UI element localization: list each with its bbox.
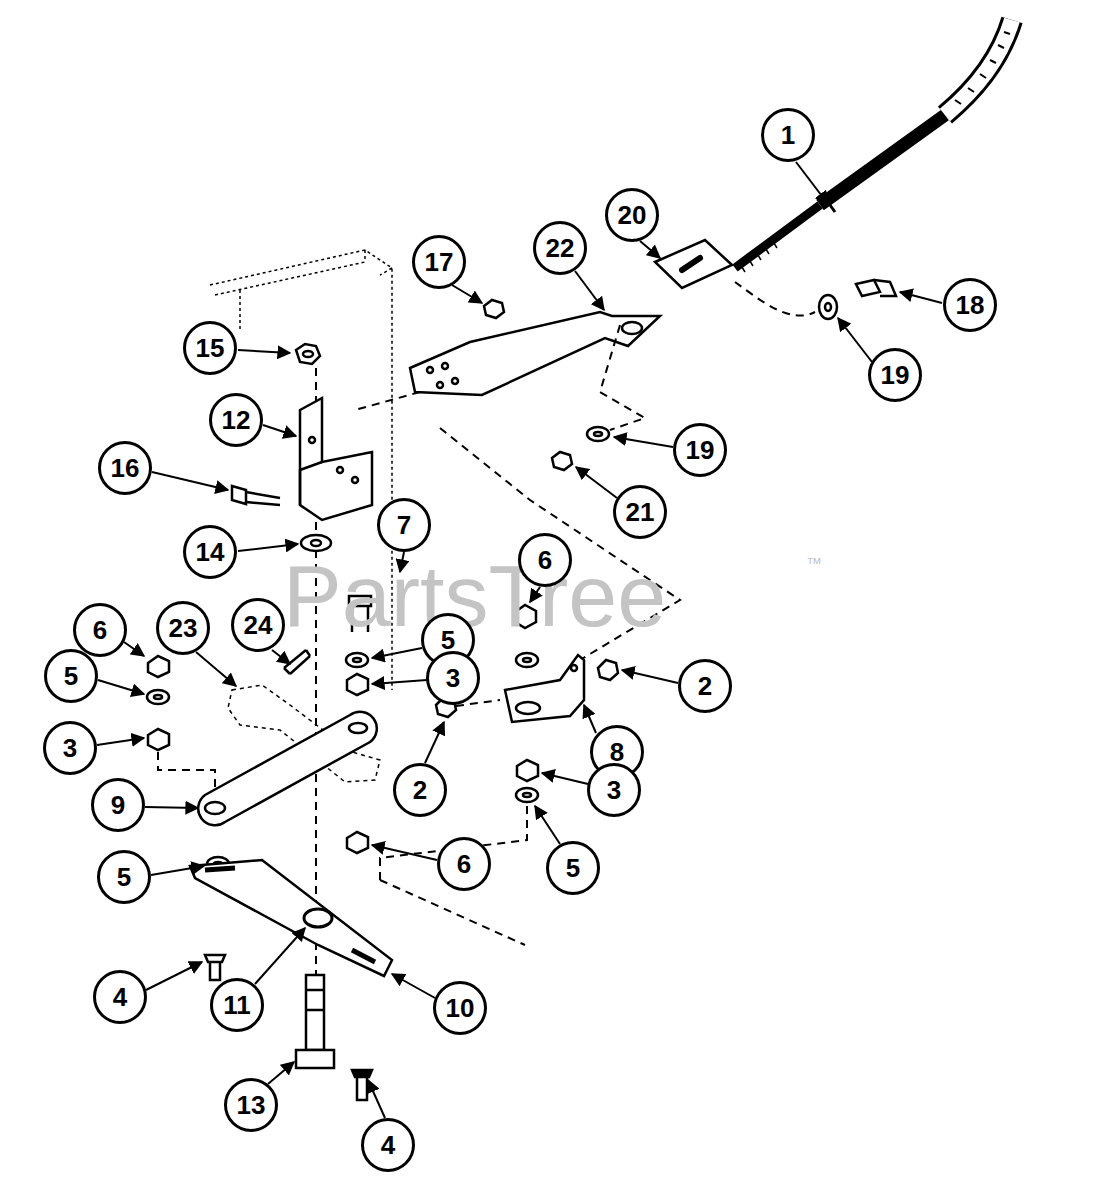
callout-circle: 22: [533, 221, 587, 275]
callout-number: 9: [111, 792, 125, 818]
callout-number: 2: [413, 777, 427, 803]
callout-circle: 19: [868, 348, 922, 402]
callout-circle: 5: [44, 649, 98, 703]
callout-circle: 5: [97, 850, 151, 904]
callout-number: 18: [956, 292, 985, 318]
callout-circle: 21: [613, 485, 667, 539]
callout-number: 3: [607, 777, 621, 803]
callout-circle: 24: [231, 598, 285, 652]
callout-number: 17: [425, 249, 454, 275]
callout-circle: 2: [393, 763, 447, 817]
callout-number: 19: [881, 362, 910, 388]
callout-number: 6: [93, 617, 107, 643]
callout-circle: 23: [156, 601, 210, 655]
callout-number: 4: [113, 984, 127, 1010]
callout-circle: 17: [412, 235, 466, 289]
callout-circle: 18: [943, 278, 997, 332]
callout-number: 12: [222, 407, 251, 433]
callout-number: 3: [63, 735, 77, 761]
trademark-mark: ™: [806, 556, 822, 572]
callout-number: 5: [117, 864, 131, 890]
callout-number: 8: [610, 739, 624, 765]
callout-number: 2: [698, 673, 712, 699]
callout-number: 14: [196, 539, 225, 565]
callout-circle: 5: [546, 841, 600, 895]
callout-circle: 1: [761, 108, 815, 162]
watermark: PartsTree: [283, 552, 666, 640]
callout-number: 7: [397, 512, 411, 538]
callout-number: 22: [546, 235, 575, 261]
leader-arrows: [97, 162, 942, 1118]
callout-number: 19: [686, 437, 715, 463]
callout-circle: 3: [426, 651, 480, 705]
callout-circle: 10: [433, 981, 487, 1035]
callout-circle: 6: [518, 533, 572, 587]
callout-number: 5: [441, 627, 455, 653]
callout-number: 10: [446, 995, 475, 1021]
callout-circle: 15: [183, 321, 237, 375]
callout-circle: 4: [93, 970, 147, 1024]
callout-circle: 12: [209, 393, 263, 447]
callout-number: 11: [223, 992, 251, 1018]
callout-number: 20: [618, 202, 647, 228]
callout-number: 5: [566, 855, 580, 881]
linkage-parts: [147, 20, 1012, 1100]
callout-circle: 3: [587, 763, 641, 817]
callout-number: 6: [457, 851, 471, 877]
callout-circle: 13: [224, 1078, 278, 1132]
callout-number: 5: [64, 663, 78, 689]
callout-circle: 19: [673, 423, 727, 477]
callout-number: 15: [196, 335, 225, 361]
callout-number: 24: [244, 612, 273, 638]
callout-circle: 11: [210, 978, 264, 1032]
callout-number: 13: [237, 1092, 266, 1118]
callout-circle: 2: [678, 659, 732, 713]
callout-circle: 14: [183, 525, 237, 579]
callout-number: 6: [538, 547, 552, 573]
callout-number: 16: [111, 455, 140, 481]
callout-circle: 3: [43, 721, 97, 775]
callout-circle: 7: [377, 498, 431, 552]
callout-circle: 20: [605, 188, 659, 242]
callout-circle: 6: [73, 603, 127, 657]
callout-number: 3: [446, 665, 460, 691]
callout-number: 23: [169, 615, 198, 641]
callout-circle: 6: [437, 837, 491, 891]
callout-number: 21: [626, 499, 655, 525]
callout-circle: 9: [91, 778, 145, 832]
callout-circle: 16: [98, 441, 152, 495]
callout-circle: 4: [361, 1118, 415, 1172]
callout-number: 4: [381, 1132, 395, 1158]
callout-number: 1: [781, 122, 795, 148]
